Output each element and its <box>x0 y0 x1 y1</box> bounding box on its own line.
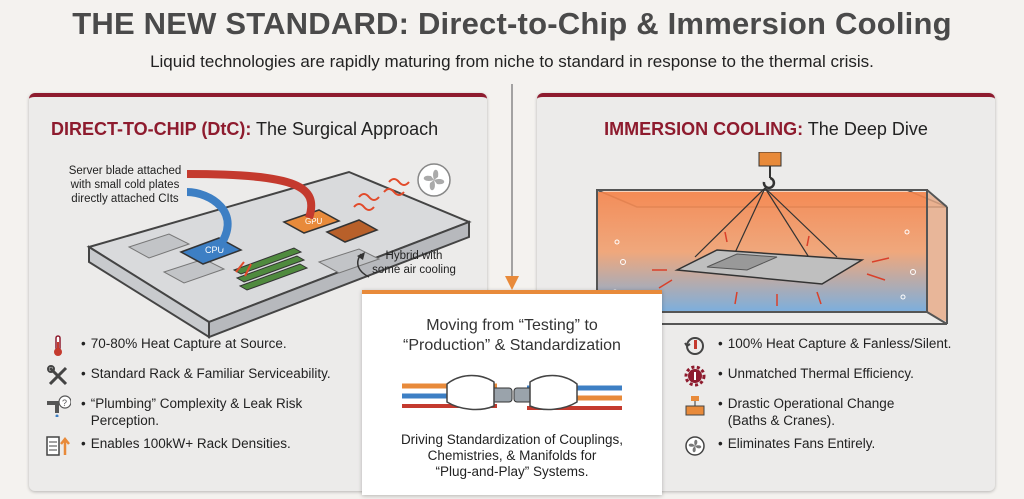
crane-hook-icon <box>758 152 782 190</box>
fan-crossed-icon <box>680 435 710 457</box>
page-title: THE NEW STANDARD: Direct-to-Chip & Immer… <box>72 6 952 41</box>
bullet-text: Enables 100kW+ Rack Densities. <box>90 436 291 451</box>
bullet-text: 100% Heat Capture & Fanless/Silent. <box>727 336 952 351</box>
bullet-text: Eliminates Fans Entirely. <box>727 436 876 451</box>
blade-callout-line: directly attached CIts <box>71 193 179 205</box>
ram-modules <box>232 247 309 291</box>
gpu-cold-plate: GPU <box>282 209 379 243</box>
cpu-cold-plate: CPU <box>179 237 243 265</box>
leaking-pipe-icon: ? <box>43 395 73 417</box>
connector-arrow <box>505 84 519 290</box>
svg-text:GPU: GPU <box>305 217 323 226</box>
list-item: •70-80% Heat Capture at Source. <box>43 335 373 357</box>
list-item: •100% Heat Capture & Fanless/Silent. <box>680 335 1010 357</box>
gear-thermometer-icon <box>680 365 710 387</box>
fan-icon <box>417 163 451 197</box>
crane-bath-icon <box>680 395 710 417</box>
server-blade-illustration: CPU GPU <box>86 163 472 339</box>
list-item: •Enables 100kW+ Rack Densities. <box>43 435 373 457</box>
standardization-text-line: “Plug-and-Play” Systems. <box>435 464 589 479</box>
bullet-text: “Plumbing” Complexity & Leak Risk Percep… <box>90 396 303 428</box>
heat-cycle-icon <box>680 335 710 357</box>
dtc-title-accent: DIRECT-TO-CHIP (DtC): <box>51 119 252 139</box>
bullet-text: Standard Rack & Familiar Serviceability. <box>90 366 331 381</box>
dtc-panel-title: DIRECT-TO-CHIP (DtC): The Surgical Appro… <box>29 119 487 140</box>
list-item: •Standard Rack & Familiar Serviceability… <box>43 365 373 387</box>
list-item: ? •“Plumbing” Complexity & Leak Risk Per… <box>43 395 373 429</box>
standardization-box: Moving from “Testing” to “Production” & … <box>362 290 662 495</box>
dtc-bullet-list: •70-80% Heat Capture at Source. •Standar… <box>43 335 373 465</box>
page-subtitle: Liquid technologies are rapidly maturing… <box>150 52 874 71</box>
list-item: •Unmatched Thermal Efficiency. <box>680 365 1010 387</box>
immersion-panel-title: IMMERSION COOLING: The Deep Dive <box>537 119 995 140</box>
hybrid-callout: Hybrid with some air cooling <box>359 249 469 277</box>
hybrid-callout-line: Hybrid with <box>385 250 443 262</box>
bullet-text: Unmatched Thermal Efficiency. <box>727 366 914 381</box>
standardization-title-line: Moving from “Testing” to <box>426 317 598 334</box>
immersion-title-rest: The Deep Dive <box>803 119 928 139</box>
hybrid-callout-line: some air cooling <box>372 264 456 276</box>
bullet-text: Drastic Operational Change (Baths & Cran… <box>727 396 895 428</box>
rack-density-icon <box>43 435 73 457</box>
thermometer-icon <box>43 335 73 357</box>
svg-text:CPU: CPU <box>205 245 224 255</box>
standardization-title: Moving from “Testing” to “Production” & … <box>362 316 662 356</box>
svg-text:?: ? <box>62 398 67 408</box>
list-item: •Drastic Operational Change (Baths & Cra… <box>680 395 1010 429</box>
immersion-title-accent: IMMERSION COOLING: <box>604 119 804 139</box>
bullet-text: 70-80% Heat Capture at Source. <box>90 336 287 351</box>
immersion-bullet-list: •100% Heat Capture & Fanless/Silent. •Un… <box>680 335 1010 465</box>
wrench-screwdriver-icon <box>43 365 73 387</box>
standardization-text-line: Driving Standardization of Couplings, <box>400 432 624 447</box>
dtc-panel: DIRECT-TO-CHIP (DtC): The Surgical Appro… <box>29 93 487 491</box>
blade-callout-line: with small cold plates <box>70 179 180 191</box>
standardization-text: Driving Standardization of Couplings, Ch… <box>362 432 662 480</box>
blade-callout-line: Server blade attached <box>68 165 182 177</box>
dtc-title-rest: The Surgical Approach <box>251 119 439 139</box>
list-item: •Eliminates Fans Entirely. <box>680 435 1010 457</box>
standardization-text-line: Chemistries, & Manifolds for <box>427 448 597 463</box>
standardization-title-line: “Production” & Standardization <box>403 337 621 354</box>
handshake-coupling-icon <box>402 374 622 411</box>
blade-callout: Server blade attached with small cold pl… <box>55 164 195 206</box>
